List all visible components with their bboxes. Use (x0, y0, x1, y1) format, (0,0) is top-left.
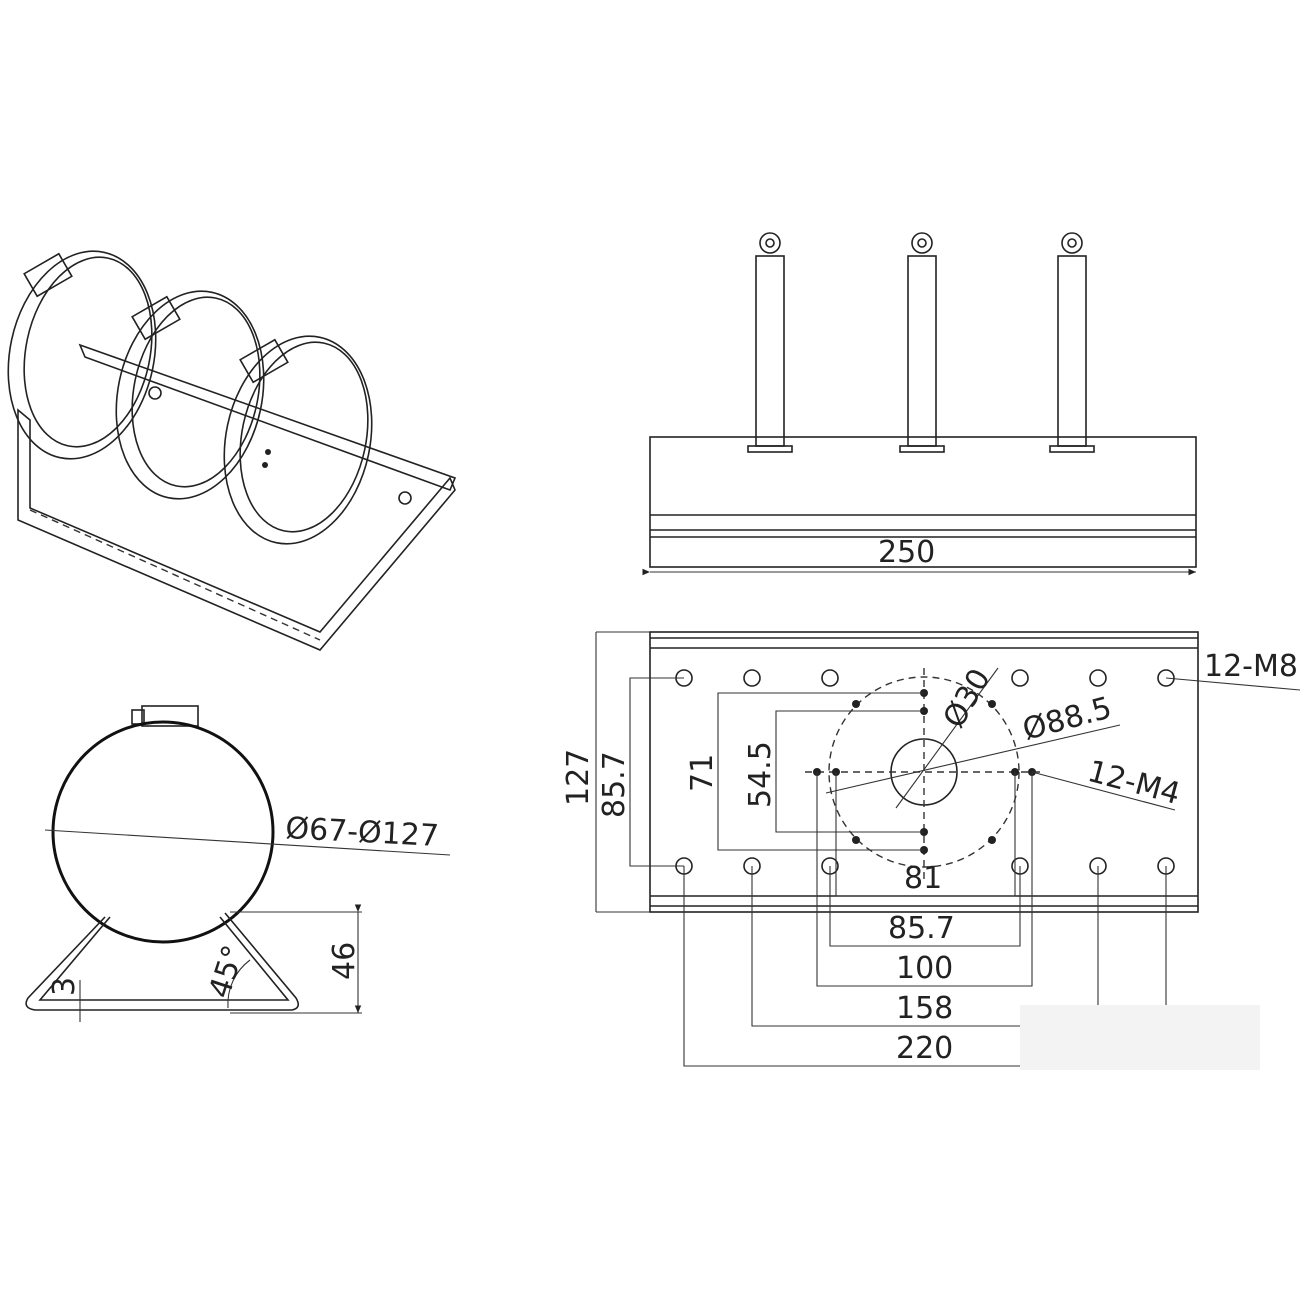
dim-diameter-30: Ø30 (937, 663, 998, 734)
side-view: 250 (642, 232, 1197, 576)
dim-85-7-horizontal: 85.7 (888, 911, 955, 946)
dim-46: 46 (327, 942, 362, 980)
dim-85-7-vertical: 85.7 (597, 751, 632, 818)
dim-100: 100 (896, 951, 953, 986)
post (1049, 232, 1095, 453)
dim-3: 3 (47, 977, 82, 996)
dim-127: 127 (561, 749, 596, 806)
post (747, 232, 793, 453)
dim-71: 71 (685, 754, 720, 792)
dim-220: 220 (896, 1031, 953, 1066)
isometric-view (7, 250, 457, 651)
end-view: Ø67-Ø127 46 3 45° (25, 705, 451, 1022)
dim-45-degree: 45° (202, 941, 252, 1002)
plan-view: 127 85.7 71 54.5 Ø30 Ø88.5 12-M4 12-M8 8… (561, 631, 1300, 1070)
dim-158: 158 (896, 991, 953, 1026)
dim-clamp-diameter: Ø67-Ø127 (285, 811, 440, 854)
label-12-m4: 12-M4 (1084, 754, 1184, 812)
dim-81: 81 (904, 861, 942, 896)
blurred-watermark (1020, 1005, 1260, 1070)
dim-54-5: 54.5 (743, 741, 778, 808)
dim-diameter-88-5: Ø88.5 (1019, 691, 1115, 748)
label-12-m8: 12-M8 (1204, 649, 1298, 684)
dim-250: 250 (878, 535, 935, 570)
post (899, 232, 945, 453)
